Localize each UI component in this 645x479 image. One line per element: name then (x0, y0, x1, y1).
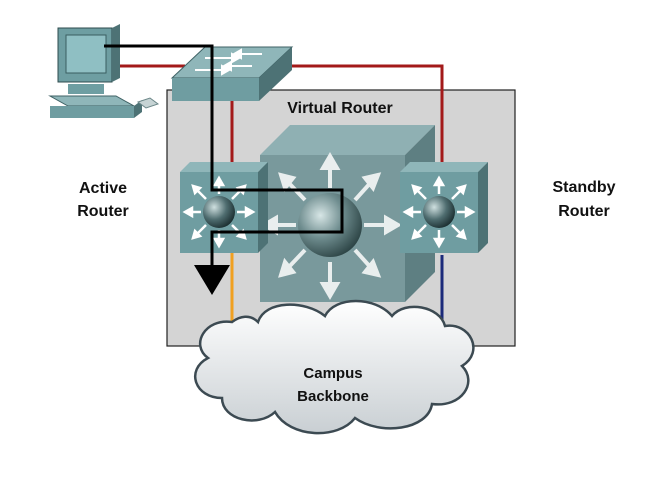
active-router-label-line2: Router (77, 203, 129, 220)
campus-backbone-label-line1: Campus (303, 365, 362, 382)
traffic-path (104, 44, 344, 295)
campus-backbone-cloud (193, 299, 475, 435)
standby-router-label-line2: Router (558, 203, 610, 220)
standby-router-device (400, 162, 488, 253)
virtual-router-label: Virtual Router (287, 100, 393, 117)
switch-device (170, 46, 294, 101)
active-router-device (180, 162, 268, 253)
link-switch-to-standby (290, 64, 444, 170)
campus-backbone-label-line2: Backbone (297, 388, 369, 405)
standby-router-label-line1: Standby (552, 179, 615, 196)
active-router-label-line1: Active (79, 180, 127, 197)
pc-workstation (48, 24, 160, 118)
